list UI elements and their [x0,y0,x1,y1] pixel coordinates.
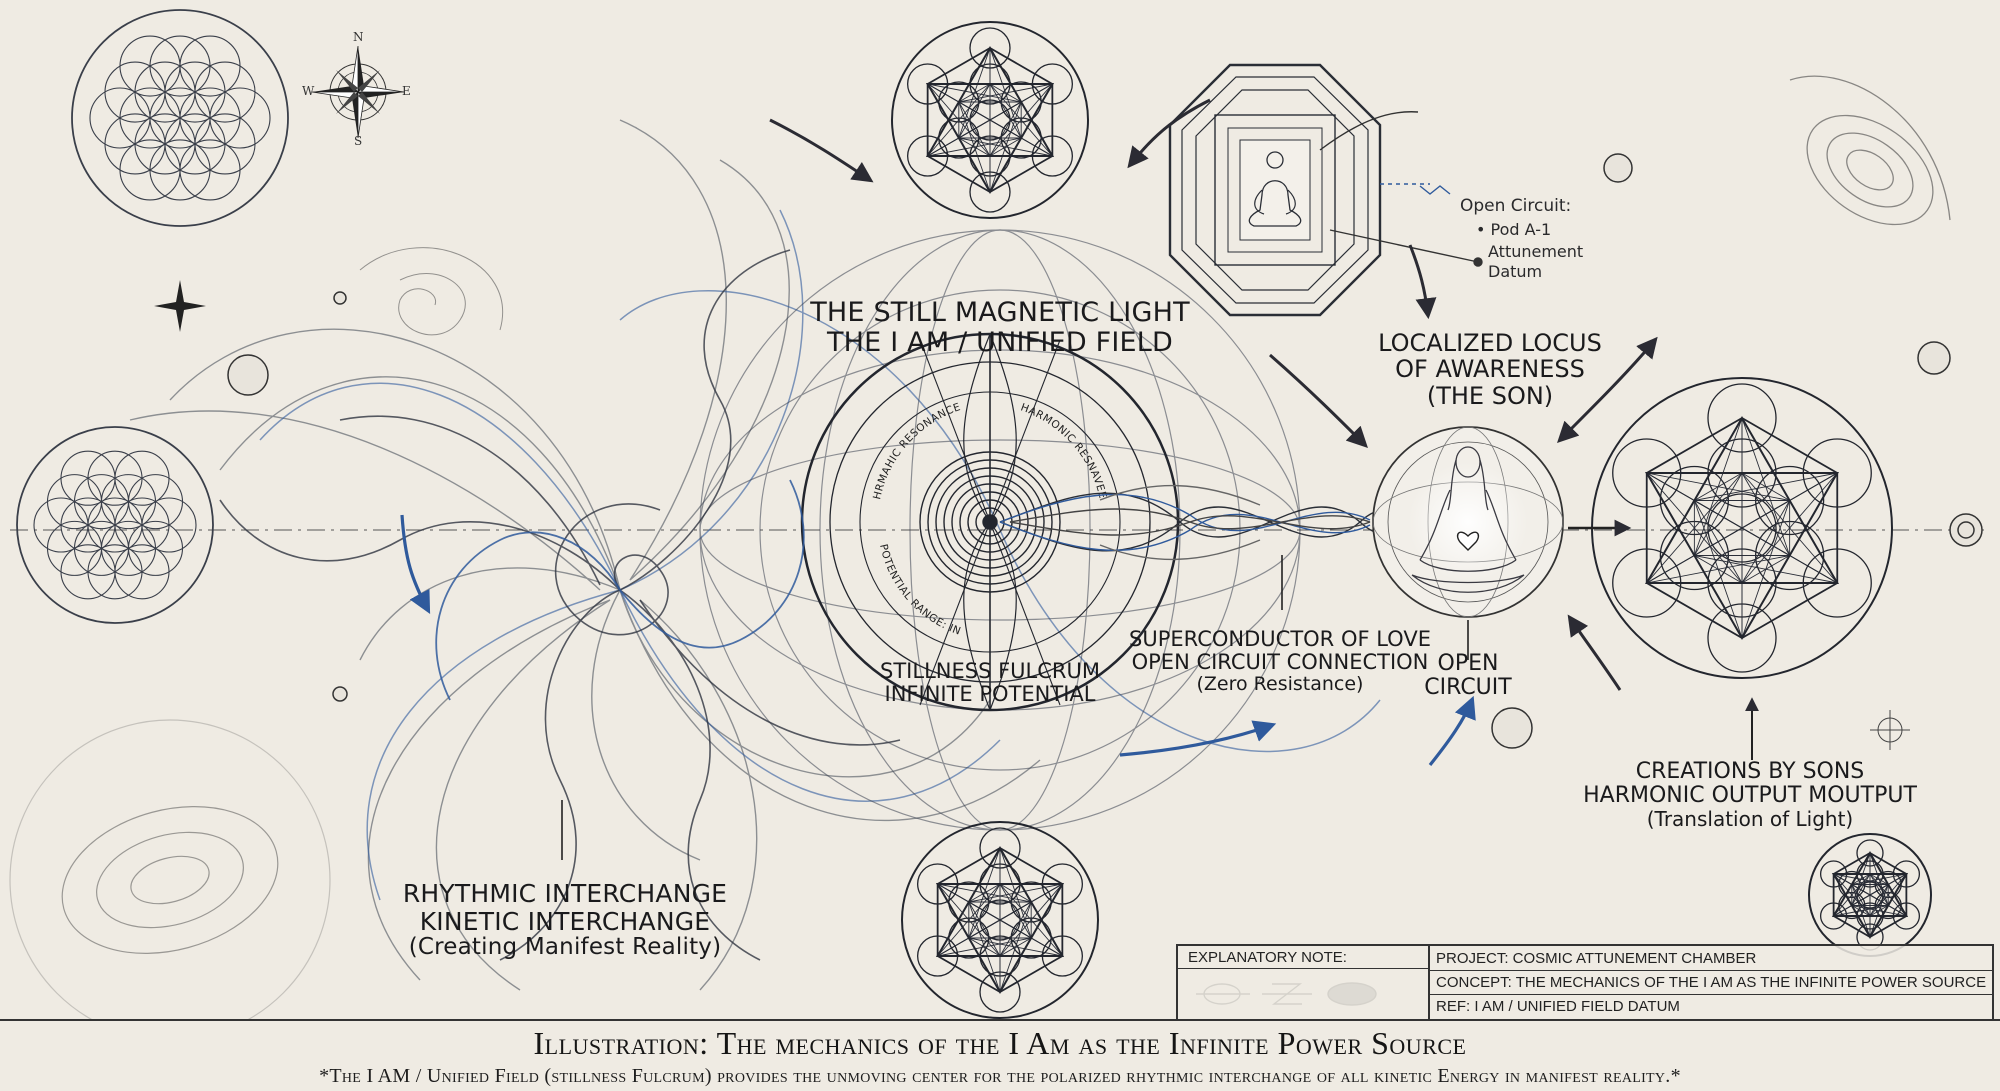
title-block-project: PROJECT: COSMIC ATTUNEMENT CHAMBER [1436,950,1757,967]
pod-callout-lines [1319,111,1483,267]
left-vortex [219,249,901,961]
label-still-light-line1: THE STILL MAGNETIC LIGHT [810,297,1190,328]
compass-s: S [354,134,363,148]
flow-arrows [769,98,1658,691]
footer-caption: *The I AM / Unified Field (stillness Ful… [319,1065,1681,1087]
title-block: EXPLANATORY NOTE: PROJECT: COSMIC ATTUNE… [1176,944,1994,1021]
label-fulcrum-line1: STILLNESS FULCRUM [880,659,1100,683]
label-creations-line2: HARMONIC OUTPUT MOUTPUT [1583,783,1917,809]
sparkle-star [154,280,206,332]
label-open-circuit-line2: CIRCUIT [1424,675,1512,701]
label-fulcrum-line2: INFINITE POTENTIAL [884,682,1096,707]
attunement-pod [1168,63,1382,317]
crosshairs [1870,710,1910,750]
metatron-cube-top [891,21,1089,219]
label-locus: LOCALIZED LOCUS OF AWARENESS (THE SON) [1340,329,1640,410]
galaxy-top-left [359,247,503,336]
label-superconductor: SUPERCONDUCTOR OF LOVE OPEN CIRCUIT CONN… [1120,627,1440,696]
pod-callout-title: Open Circuit: [1460,196,1572,216]
galaxy-top-right [1789,75,1951,226]
label-still-light: THE STILL MAGNETIC LIGHT THE I AM / UNIF… [800,298,1200,357]
label-open-circuit: OPEN CIRCUIT [1408,651,1528,701]
label-still-light-line2: THE I AM / UNIFIED FIELD [826,326,1174,358]
metatron-cube-right [1591,377,1893,679]
title-block-concept: CONCEPT: THE MECHANICS OF THE I AM AS TH… [1436,974,1987,991]
pod-callout-item-1-text: Pod A-1 [1490,220,1552,239]
son-sphere [1372,426,1564,618]
label-rhythmic: RHYTHMIC INTERCHANGE KINETIC INTERCHANGE… [370,880,760,960]
label-superconductor-line2: OPEN CIRCUIT CONNECTION [1131,650,1429,675]
label-superconductor-line1: SUPERCONDUCTOR OF LOVE [1129,627,1431,651]
label-rhythmic-line2: KINETIC INTERCHANGE [419,906,711,936]
label-creations-line3: (Translation of Light) [1646,807,1854,832]
label-rhythmic-line1: RHYTHMIC INTERCHANGE [402,879,728,908]
footer-title: Illustration: The mechanics of the I Am … [533,1025,1467,1061]
compass-rose [311,45,405,139]
ring-label-2: HARMONIC RESNAVEE [1019,401,1109,500]
galaxy-bottom-left [9,719,331,1041]
compass-e: E [402,84,411,98]
label-locus-line1: LOCALIZED LOCUS [1378,329,1602,357]
footer: Illustration: The mechanics of the I Am … [0,1019,2000,1091]
pod-callout-item-3: Datum [1488,262,1543,281]
metatron-cube-bottom [901,821,1099,1019]
label-creations-line1: CREATIONS BY SONS [1635,759,1865,784]
label-open-circuit-line1: OPEN [1437,651,1499,676]
flower-of-life-left [16,426,214,624]
title-block-explanatory: EXPLANATORY NOTE: [1188,949,1347,966]
compass-n: N [353,30,364,44]
compass-w: W [302,84,315,98]
pod-callout-item-1: • Pod A-1 [1476,220,1552,239]
label-superconductor-line3: (Zero Resistance) [1196,673,1364,696]
label-creations: CREATIONS BY SONS HARMONIC OUTPUT MOUTPU… [1560,759,1940,832]
flower-of-life-top [71,9,289,227]
label-fulcrum: STILLNESS FULCRUM INFINITE POTENTIAL [860,659,1120,707]
label-rhythmic-line3: (Creating Manifest Reality) [408,934,722,960]
label-locus-line2: OF AWARENESS [1395,355,1585,384]
field-lines [129,119,1041,991]
small-spheres [227,153,1983,749]
label-locus-line3: (THE SON) [1426,381,1554,410]
pod-callout-item-2: Attunement [1488,242,1584,261]
title-block-ref: REF: I AM / UNIFIED FIELD DATUM [1436,998,1680,1015]
metatron-cube-corner [1808,833,1932,957]
